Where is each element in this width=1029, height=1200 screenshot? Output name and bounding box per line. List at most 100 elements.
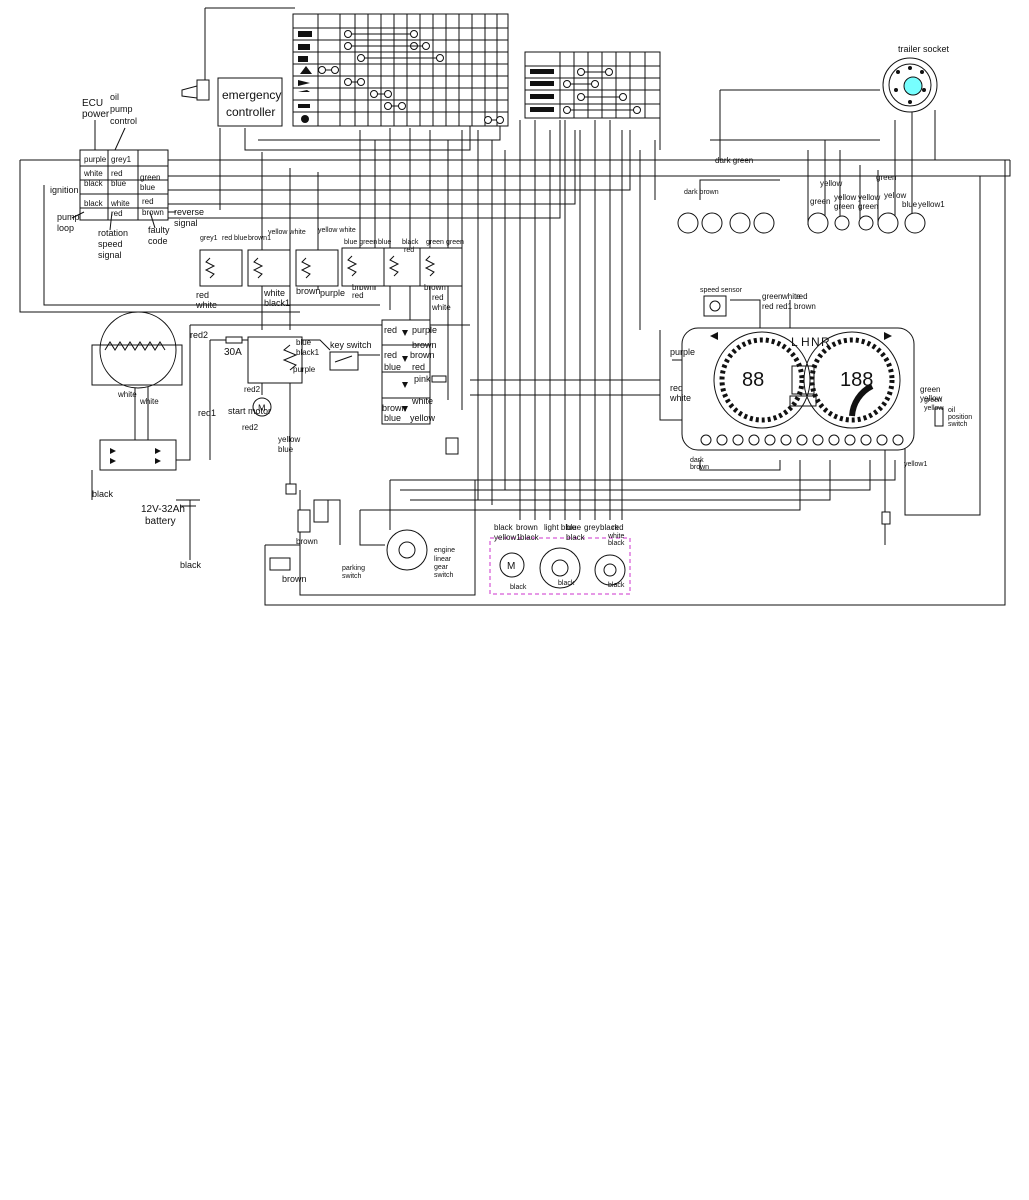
svg-text:purple: purple [320,288,345,298]
svg-text:green: green [858,202,878,211]
svg-text:white: white [263,288,285,298]
svg-text:M: M [507,561,515,572]
svg-text:red: red [670,383,683,393]
svg-text:green: green [140,173,160,182]
svg-text:switch: switch [434,572,454,579]
svg-text:purple: purple [670,347,695,357]
svg-text:green: green [426,239,444,246]
svg-text:switch: switch [948,421,968,428]
motor-sensor-group: M black brown yellow1 black light blue b… [489,523,631,595]
svg-text:green: green [924,397,942,404]
svg-text:blue: blue [384,413,401,423]
svg-text:yellow1: yellow1 [494,533,521,542]
svg-text:red1: red1 [776,302,793,311]
svg-text:gear: gear [434,564,449,571]
ecu-connector: ECU power oil pump control purple grey1 … [50,92,204,260]
control-label: control [110,116,137,126]
battery: 12V-32Ah battery black red1 red2 [141,330,216,570]
svg-text:red: red [196,290,209,300]
svg-text:yellow: yellow [920,394,942,403]
svg-text:key switch: key switch [330,340,372,350]
svg-text:red: red [412,362,425,372]
svg-text:yellow: yellow [820,179,842,188]
svg-text:light blue: light blue [544,523,577,532]
svg-text:red2: red2 [190,330,208,340]
svg-text:purple: purple [84,155,107,164]
svg-text:blue: blue [378,239,391,246]
svg-text:red: red [352,291,364,300]
svg-text:yellow: yellow [410,413,436,423]
svg-text:brown: brown [516,523,538,532]
svg-text:black: black [84,179,104,188]
svg-text:green: green [876,173,896,182]
svg-text:parking: parking [342,565,365,572]
svg-text:12V-32Ah: 12V-32Ah [141,504,185,515]
svg-text:black: black [180,560,202,570]
svg-text:red: red [111,209,123,218]
svg-text:white: white [669,393,691,403]
svg-text:red blue: red blue [222,235,247,242]
condition-switch-table [524,51,661,119]
svg-text:linear: linear [434,556,452,563]
power-label: power [82,109,110,120]
svg-text:yellow1: yellow1 [918,200,945,209]
svg-text:black: black [520,533,540,542]
pump-label: pump [110,104,133,114]
svg-text:signal: signal [174,218,198,228]
svg-text:red: red [612,523,624,532]
svg-text:yellow: yellow [884,191,906,200]
svg-text:red: red [142,197,154,206]
svg-text:blue: blue [384,362,401,372]
svg-text:green: green [762,292,782,301]
svg-text:start motor: start motor [228,406,271,416]
svg-text:brown: brown [296,286,321,296]
svg-text:white: white [83,169,103,178]
svg-text:blue: blue [111,179,127,188]
svg-text:controller: controller [226,105,275,119]
misc-wire-labels: purple red white green yellow [293,293,944,412]
svg-text:green: green [920,385,940,394]
svg-text:red: red [432,293,444,302]
svg-text:pink: pink [414,374,431,384]
svg-text:brown: brown [382,403,407,413]
svg-text:white: white [139,397,159,406]
svg-text:red2: red2 [242,423,259,432]
svg-text:black: black [608,582,625,589]
lamp-row: dark green dark brown yellow green yello… [677,156,945,234]
engine-gear-switch: brown brown parking switch engine linear… [269,483,455,584]
svg-text:black: black [600,523,620,532]
svg-text:red: red [404,247,414,254]
svg-text:brown: brown [142,208,164,217]
generator: white white black [91,311,183,499]
svg-text:brown: brown [794,302,816,311]
relay-row: grey1 red blue brown1 yellow white yello… [195,227,464,310]
speed-sensor: speed sensor green white red red red1 br… [700,287,816,317]
ecu-label: ECU [82,98,103,109]
svg-text:blue: blue [140,183,156,192]
svg-text:black: black [558,580,575,587]
svg-text:emergency: emergency [222,88,281,102]
svg-text:grey1: grey1 [200,235,218,242]
svg-text:yellow: yellow [858,193,880,202]
svg-text:white: white [411,396,433,406]
fuse-and-start-relay: 30A blue black1 red2 M start motor red2 … [224,336,320,454]
svg-text:brown: brown [690,464,709,471]
svg-text:brown: brown [282,574,307,584]
svg-text:reverse: reverse [174,207,204,217]
svg-text:brown: brown [424,283,446,292]
svg-text:black: black [402,239,419,246]
svg-text:white: white [431,303,451,312]
oil-label: oil [110,92,119,102]
svg-text:grey: grey [584,523,600,532]
svg-text:grey1: grey1 [111,155,132,164]
svg-text:white: white [110,199,130,208]
svg-text:blue: blue [278,445,294,454]
svg-text:white: white [607,533,624,540]
svg-text:red: red [796,292,808,301]
svg-text:yellow: yellow [278,435,300,444]
gear-letter-h: H [801,335,810,349]
svg-text:red: red [384,325,397,335]
svg-text:oil: oil [948,407,955,414]
svg-text:brown: brown [296,537,318,546]
